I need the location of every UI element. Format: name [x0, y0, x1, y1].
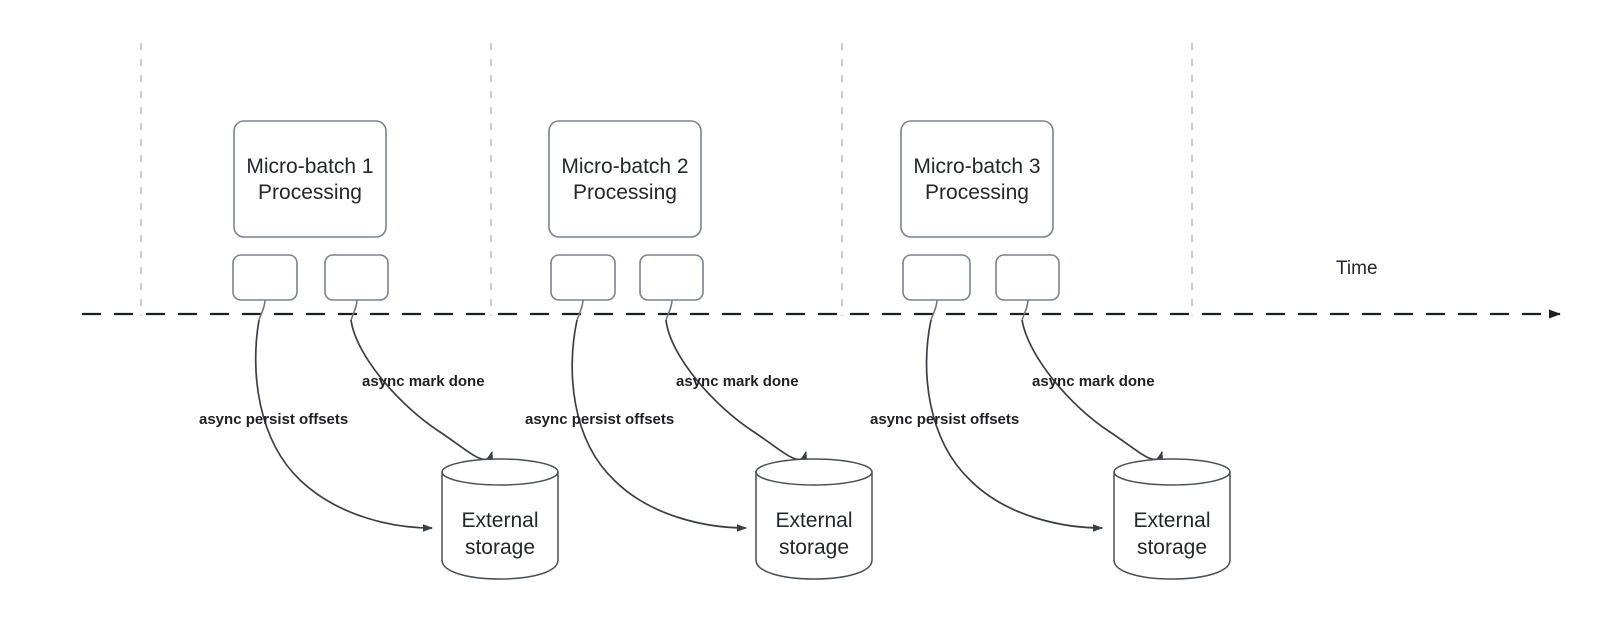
micro-batch-group-3: Micro-batch 3 Processing async persist o…: [870, 120, 1231, 580]
external-storage-3[interactable]: [1113, 458, 1231, 580]
edge-label-persist-offsets-2: async persist offsets: [525, 411, 674, 428]
edge-label-mark-done-3: async mark done: [1032, 373, 1155, 390]
task-box-3b[interactable]: [995, 254, 1060, 301]
external-storage-2-label-line1: External: [775, 509, 852, 532]
task-box-2b-stem: [665, 299, 673, 321]
time-axis-label: Time: [1336, 258, 1378, 279]
edge-mark-done-1: [350, 319, 494, 462]
external-storage-2[interactable]: [755, 458, 873, 580]
edge-mark-done-3: [1021, 319, 1164, 462]
edge-persist-offsets-2: [571, 319, 747, 532]
external-storage-1-label-line1: External: [461, 509, 538, 532]
task-box-1b-stem: [350, 299, 358, 321]
edge-label-mark-done-2: async mark done: [676, 373, 799, 390]
external-storage-2-label-line2: storage: [779, 536, 849, 559]
micro-batch-3-label-line2: Processing: [925, 181, 1029, 204]
micro-batch-1-label-line2: Processing: [258, 181, 362, 204]
micro-batch-group-2: Micro-batch 2 Processing async persist o…: [525, 120, 873, 580]
task-box-3a-stem: [930, 299, 938, 321]
micro-batch-1-label-line1: Micro-batch 1: [246, 155, 373, 178]
task-box-1a[interactable]: [232, 254, 298, 301]
edge-mark-done-2: [665, 319, 808, 462]
micro-batch-2-box[interactable]: [548, 120, 702, 238]
external-storage-1-label-line2: storage: [465, 536, 535, 559]
external-storage-3-label-line1: External: [1133, 509, 1210, 532]
edge-label-persist-offsets-1: async persist offsets: [199, 411, 348, 428]
task-box-2a[interactable]: [550, 254, 616, 301]
micro-batch-2-label-line2: Processing: [573, 181, 677, 204]
task-box-1a-stem: [258, 299, 266, 321]
micro-batch-2-label-line1: Micro-batch 2: [561, 155, 688, 178]
edge-persist-offsets-1: [254, 319, 433, 532]
task-box-1b[interactable]: [324, 254, 389, 301]
task-box-2a-stem: [576, 299, 584, 321]
task-box-2b[interactable]: [639, 254, 704, 301]
edge-label-persist-offsets-3: async persist offsets: [870, 411, 1019, 428]
external-storage-1[interactable]: [441, 458, 559, 580]
micro-batch-3-box[interactable]: [900, 120, 1054, 238]
micro-batch-1-box[interactable]: [233, 120, 387, 238]
micro-batch-3-label-line1: Micro-batch 3: [913, 155, 1040, 178]
external-storage-3-label-line2: storage: [1137, 536, 1207, 559]
task-box-3a[interactable]: [902, 254, 971, 301]
edge-persist-offsets-3: [925, 319, 1103, 532]
task-box-3b-stem: [1021, 299, 1029, 321]
edge-label-mark-done-1: async mark done: [362, 373, 485, 390]
micro-batch-group-1: Micro-batch 1 Processing async persist o…: [199, 120, 559, 580]
